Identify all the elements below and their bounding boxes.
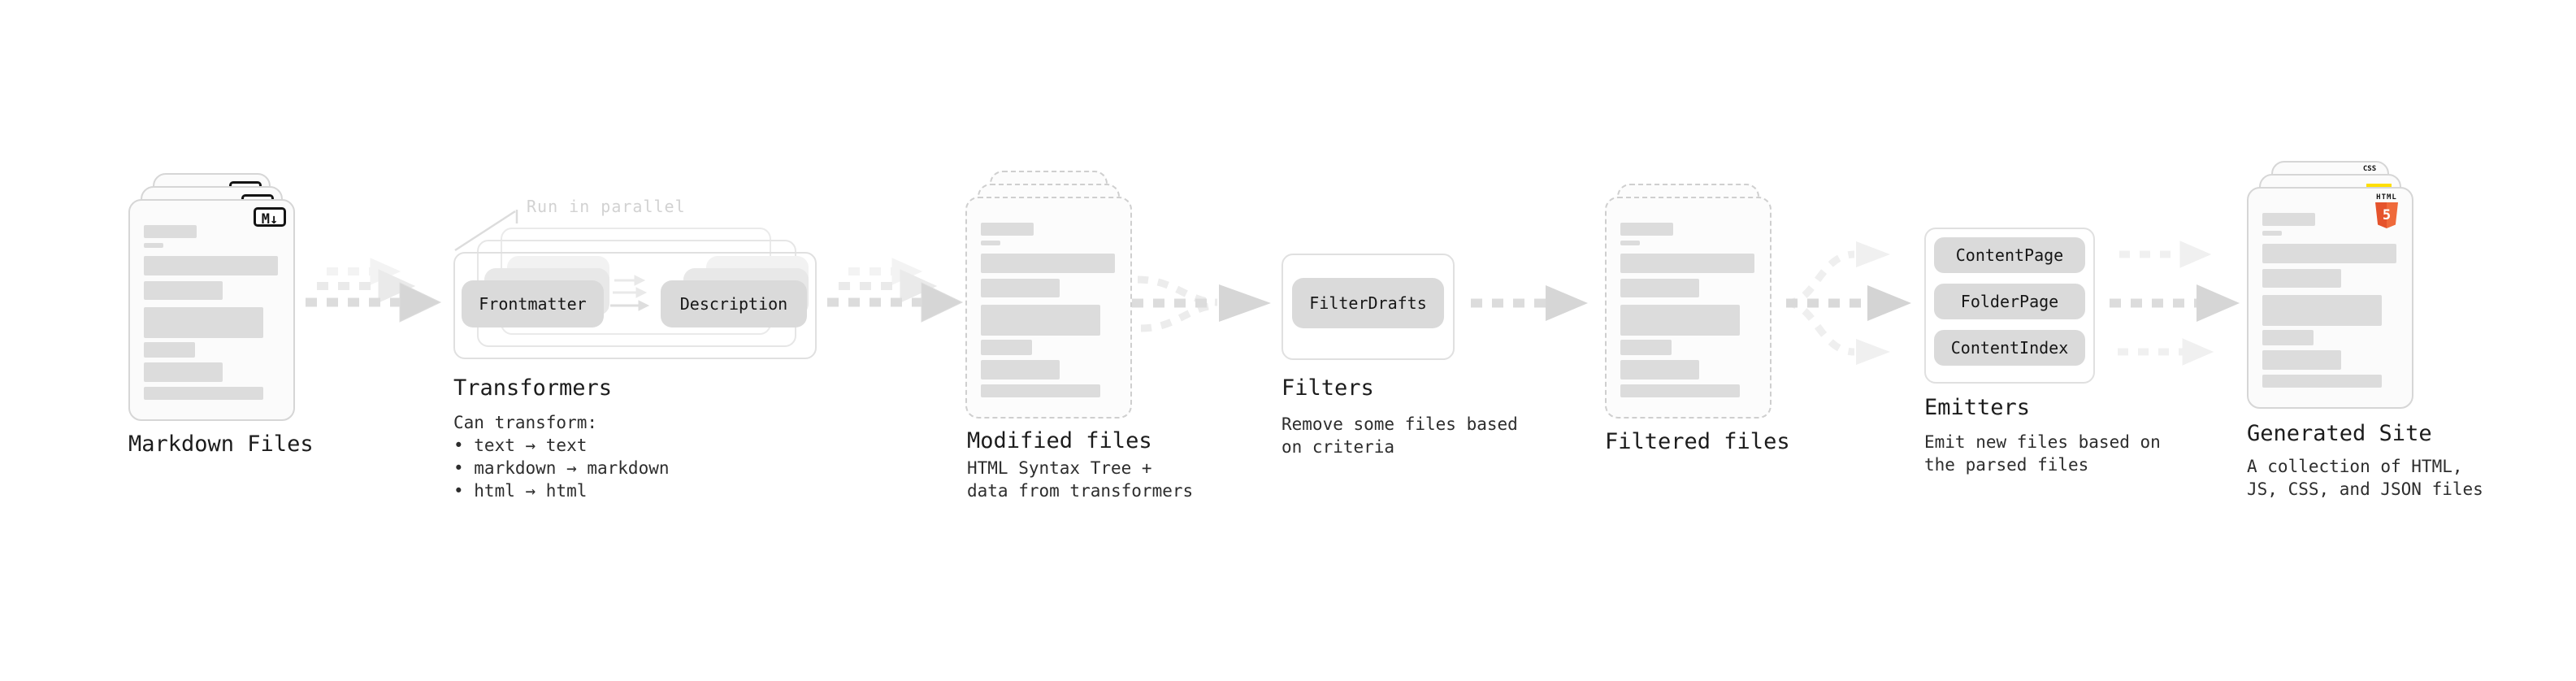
flow-arrow-transformers-to-modified xyxy=(827,258,964,323)
contentpage-pill: ContentPage xyxy=(1934,237,2085,273)
stage-label-generated-site: Generated Site xyxy=(2247,421,2432,446)
placeholder-text-bar xyxy=(1620,340,1672,355)
filters-description: Remove some files based on criteria xyxy=(1281,414,1518,457)
placeholder-text-bar xyxy=(144,342,195,358)
modified-files-description: HTML Syntax Tree + data from transformer… xyxy=(967,458,1194,501)
placeholder-text-bar xyxy=(981,279,1060,297)
stage-label-emitters: Emitters xyxy=(1924,395,2031,420)
emitters-description: Emit new files based on the parsed files xyxy=(1924,432,2161,475)
site-file-card-html: HTML 5 xyxy=(2247,187,2413,409)
stage-label-filters: Filters xyxy=(1281,375,1374,401)
placeholder-text-bar xyxy=(1620,384,1740,397)
stage-label-modified-files: Modified files xyxy=(967,428,1152,453)
placeholder-text-bar xyxy=(144,256,278,275)
frontmatter-pill: Frontmatter xyxy=(462,280,604,327)
placeholder-text-bar xyxy=(2262,269,2341,288)
modified-file-card-front xyxy=(965,197,1132,419)
placeholder-text-bar xyxy=(1620,305,1740,336)
folderpage-pill: FolderPage xyxy=(1934,284,2085,319)
placeholder-text-bar xyxy=(981,241,1000,245)
placeholder-text-bar xyxy=(1620,279,1699,297)
flow-arrow-markdown-to-transformers xyxy=(306,258,442,323)
placeholder-text-bar xyxy=(2262,244,2396,263)
filtered-file-card-front xyxy=(1605,197,1772,419)
placeholder-text-bar xyxy=(144,362,223,382)
placeholder-text-bar xyxy=(2262,295,2382,326)
stage-label-transformers: Transformers xyxy=(453,375,613,401)
transformers-description: Can transform: • text → text • markdown … xyxy=(453,413,670,501)
placeholder-text-bar xyxy=(144,307,263,338)
description-pill: Description xyxy=(661,280,807,327)
placeholder-text-bar xyxy=(981,360,1060,380)
flow-arrow-emitters-to-site xyxy=(2110,241,2240,366)
placeholder-text-bar xyxy=(2262,330,2314,345)
markdown-file-card-front: M↓ xyxy=(128,199,295,421)
placeholder-text-bar xyxy=(144,281,223,300)
placeholder-text-bar xyxy=(981,305,1100,336)
placeholder-text-bar xyxy=(144,243,163,248)
placeholder-text-bar xyxy=(1620,241,1640,245)
placeholder-text-bar xyxy=(1620,254,1754,273)
parallel-mini-arrows xyxy=(610,275,650,311)
run-in-parallel-note: Run in parallel xyxy=(527,197,686,216)
contentindex-pill: ContentIndex xyxy=(1934,330,2085,366)
filterdrafts-pill: FilterDrafts xyxy=(1292,278,1444,328)
stage-label-filtered-files: Filtered files xyxy=(1605,429,1790,454)
placeholder-text-bar xyxy=(2262,350,2341,370)
flow-arrow-merge-to-filters xyxy=(1132,275,1271,332)
placeholder-text-bar xyxy=(144,225,197,238)
flow-arrow-filters-to-filtered xyxy=(1471,285,1588,321)
placeholder-text-bar xyxy=(981,384,1100,397)
placeholder-text-bar xyxy=(2262,213,2315,226)
placeholder-text-bar xyxy=(1620,223,1673,236)
placeholder-text-bar xyxy=(144,387,263,400)
annotation-leader-line xyxy=(454,210,518,252)
placeholder-text-bar xyxy=(981,223,1034,236)
markdown-icon: M↓ xyxy=(254,207,286,228)
stage-label-markdown-files: Markdown Files xyxy=(128,432,314,457)
placeholder-text-bar xyxy=(1620,360,1699,380)
placeholder-text-bar xyxy=(981,340,1032,355)
html5-icon: HTML 5 xyxy=(2373,193,2400,228)
placeholder-text-bar xyxy=(2262,375,2382,388)
placeholder-text-bar xyxy=(981,254,1115,273)
flow-arrow-fanout-to-emitters xyxy=(1785,241,1911,365)
transformer-box-front xyxy=(453,252,817,359)
generated-site-description: A collection of HTML, JS, CSS, and JSON … xyxy=(2247,457,2483,499)
placeholder-text-bar xyxy=(2262,231,2282,236)
